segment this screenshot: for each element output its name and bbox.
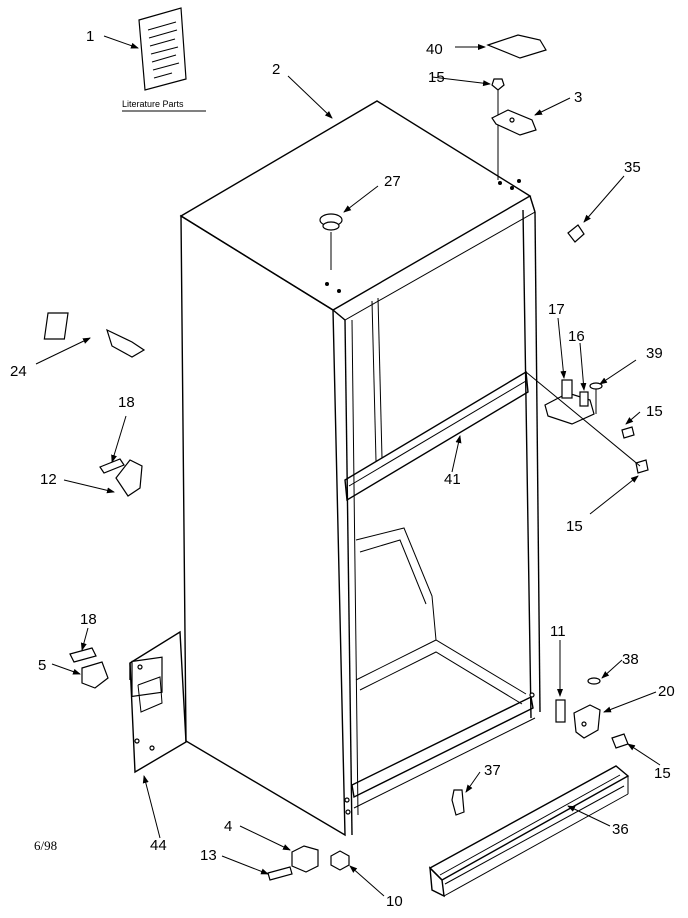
callout-18-upper: 18: [118, 394, 135, 411]
date-code: 6/98: [34, 838, 57, 853]
drain-bracket: [115, 459, 143, 497]
cord-clip: [81, 661, 109, 689]
leg-screw: [267, 866, 293, 881]
center-hinge-axis: [525, 371, 641, 467]
callout-15-lower: 15: [566, 518, 583, 535]
callout-15-top: 15: [428, 69, 445, 86]
callout-2: 2: [272, 61, 280, 78]
hinge-cover: [486, 34, 547, 59]
callout-5: 5: [38, 657, 46, 674]
callout-11: 11: [550, 623, 566, 640]
callout-40: 40: [426, 41, 443, 58]
callout-36: 36: [612, 821, 629, 838]
callout-3: 3: [574, 89, 582, 106]
bottom-hinge: [573, 704, 601, 739]
callout-1: 1: [86, 28, 94, 45]
callout-13: 13: [200, 847, 217, 864]
lower-back-panel: [129, 630, 187, 774]
leveling-leg: [291, 845, 319, 873]
leg-nut: [330, 850, 350, 871]
callout-10: 10: [386, 893, 403, 910]
literature-caption: Literature Parts: [122, 99, 184, 109]
bottom-hinge-shim: [555, 699, 566, 723]
callout-4: 4: [224, 818, 232, 835]
callout-15-center: 15: [646, 403, 663, 420]
callout-15-bottom: 15: [654, 765, 671, 782]
grille-clip: [451, 789, 465, 816]
top-plug: [319, 213, 343, 270]
center-hinge-screw-lower: [635, 459, 649, 474]
callout-27: 27: [384, 173, 401, 190]
top-hinge: [491, 109, 537, 136]
callout-38: 38: [622, 651, 639, 668]
callout-20: 20: [658, 683, 675, 700]
center-hinge-screw-upper: [621, 426, 635, 439]
callout-39: 39: [646, 345, 663, 362]
literature-booklet: Literature Parts: [122, 7, 206, 112]
callout-16: 16: [568, 328, 585, 345]
hinge-screw-top: [491, 78, 505, 180]
callout-17: 17: [548, 301, 565, 318]
callout-labels: 1 2 3 4 5 10 11 12 13 15 15 15 15 16 17 …: [10, 28, 675, 910]
leader-lines: [35, 35, 661, 897]
callout-35: 35: [624, 159, 641, 176]
callout-44: 44: [150, 837, 167, 854]
drain-fitting: [43, 312, 146, 358]
callout-24: 24: [10, 363, 27, 380]
callout-18-lower: 18: [80, 611, 97, 628]
center-hinge-washer: [589, 382, 603, 390]
cabinet: [179, 100, 541, 837]
bottom-hinge-screw: [611, 733, 629, 749]
bottom-hinge-washer: [587, 677, 601, 685]
callout-12: 12: [40, 471, 57, 488]
clip-screw: [69, 647, 97, 663]
hinge-cap: [567, 224, 585, 243]
center-hinge: [544, 379, 597, 425]
base-grille: [428, 765, 630, 898]
callout-37: 37: [484, 762, 501, 779]
callout-41: 41: [444, 471, 461, 488]
